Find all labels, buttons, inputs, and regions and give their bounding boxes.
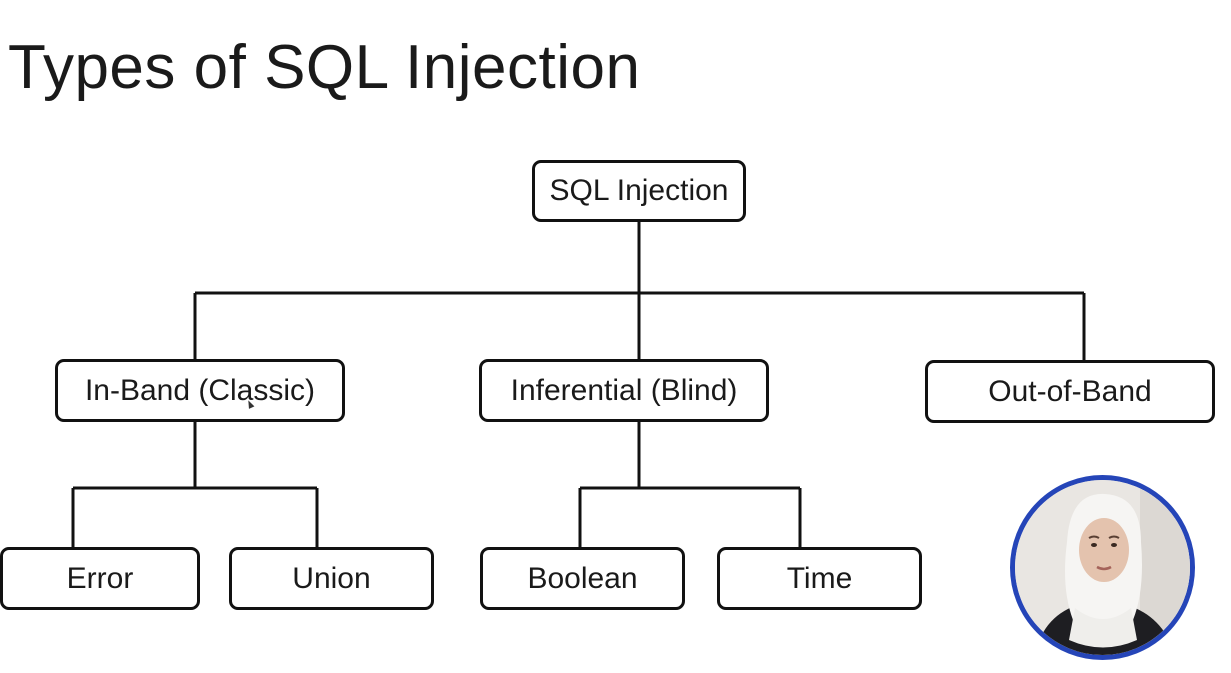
slide-title: Types of SQL Injection (8, 33, 641, 102)
presenter-webcam-thumbnail (1010, 475, 1195, 660)
node-time: Time (717, 547, 922, 610)
node-inferential-blind: Inferential (Blind) (479, 359, 769, 422)
presenter-avatar-icon (1015, 480, 1190, 655)
node-out-of-band: Out-of-Band (925, 360, 1215, 423)
node-boolean: Boolean (480, 547, 685, 610)
node-union: Union (229, 547, 434, 610)
node-root-sql-injection: SQL Injection (532, 160, 746, 222)
node-error: Error (0, 547, 200, 610)
node-in-band-classic: In-Band (Classic) (55, 359, 345, 422)
